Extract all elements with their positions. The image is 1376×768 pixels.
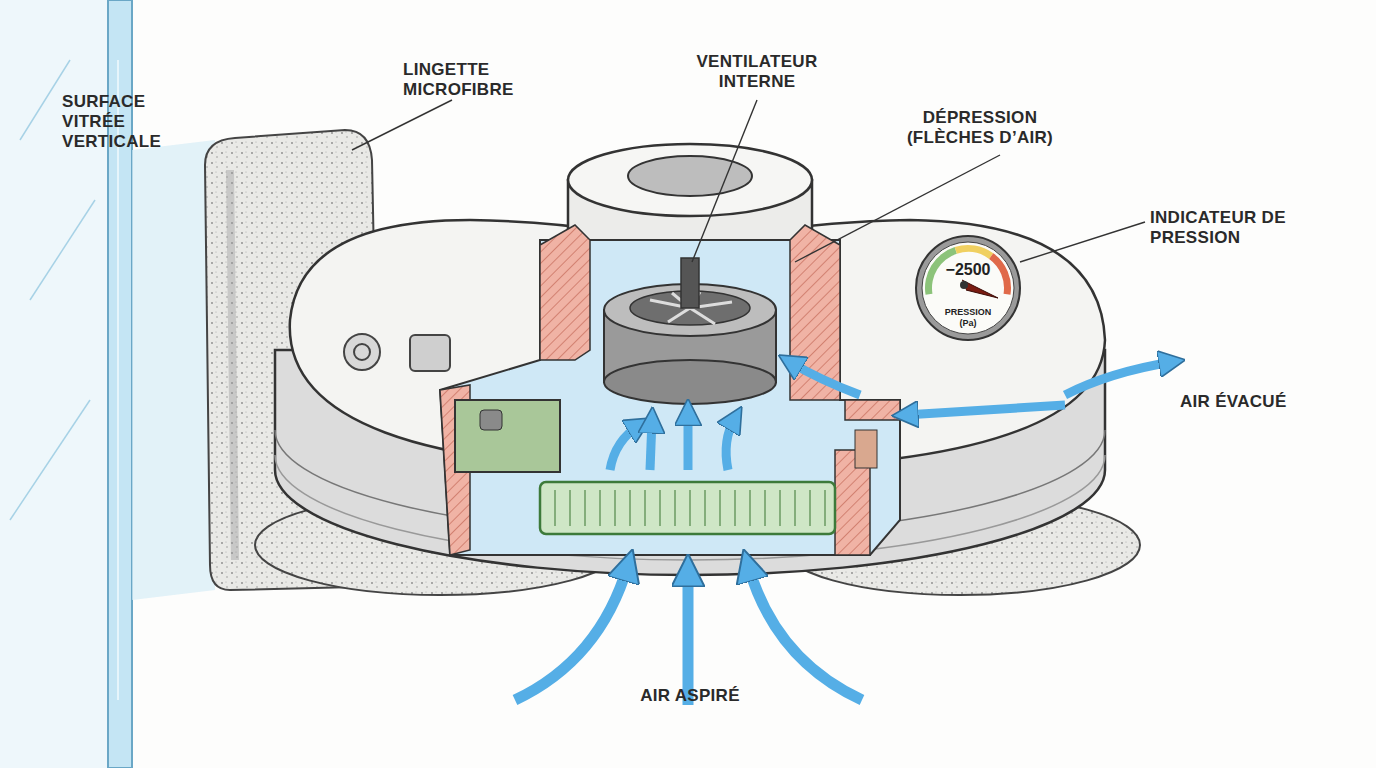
gauge-pivot <box>960 281 968 289</box>
robot-body-part <box>410 335 450 371</box>
cutaway-interior-part <box>455 400 560 472</box>
gauge-rim <box>916 236 1020 340</box>
air-arrows-part <box>1065 362 1172 395</box>
glass-surface <box>0 0 215 768</box>
air-arrows-part <box>683 570 694 705</box>
cutaway-interior <box>440 225 900 555</box>
cutaway-interior-part <box>555 490 825 526</box>
air-arrows-part <box>515 565 628 700</box>
callout-label: LINGETTE MICROFIBRE <box>403 60 543 100</box>
cutaway-interior-part <box>540 482 835 534</box>
cutaway-interior-part <box>855 430 877 468</box>
gauge-scale <box>955 245 994 259</box>
gauge-dial <box>922 242 1014 334</box>
air-arrows-part <box>726 418 735 470</box>
air-arrows-part <box>610 425 640 470</box>
callout-label: INDICATEUR DE PRESSION <box>1150 208 1300 248</box>
cutaway-interior-part <box>681 258 699 308</box>
leader-line-part <box>1020 222 1145 262</box>
glass-surface-part <box>10 400 90 520</box>
robot-body-part <box>354 344 370 360</box>
cutaway-interior-part <box>845 400 900 420</box>
leader-line-part <box>352 100 452 150</box>
air-arrows-part <box>790 362 860 395</box>
cutaway-interior-part <box>604 360 776 404</box>
robot-body-part <box>628 156 752 196</box>
robot-body-part <box>344 334 380 370</box>
cutaway-interior-part <box>540 225 590 360</box>
microfiber-pad-part <box>230 170 235 560</box>
leader-line <box>352 100 1145 262</box>
gauge-value: −2500 <box>928 261 1008 279</box>
glass-surface-part <box>30 200 95 300</box>
air-arrows-part <box>684 412 693 470</box>
robot-body <box>275 144 1105 575</box>
leader-line-part <box>692 100 757 262</box>
callout-label: DÉPRESSION (FLÈCHES D’AIR) <box>880 108 1080 148</box>
callout-label: VENTILATEUR INTERNE <box>672 52 842 92</box>
robot-body-part <box>568 144 812 216</box>
glass-surface-part <box>132 140 215 600</box>
callout-label: AIR ÉVACUÉ <box>1180 392 1330 412</box>
pressure-gauge: −2500PRESSION (Pa) <box>913 233 1023 343</box>
gauge-scale <box>989 253 1011 295</box>
gauge-unit: PRESSION (Pa) <box>943 307 993 329</box>
callout-label: AIR ASPIRÉ <box>600 686 780 706</box>
air-arrows-part <box>748 565 862 700</box>
cutaway-interior-part <box>480 410 502 430</box>
air-arrows <box>515 362 1172 705</box>
leader-line-part <box>795 155 1000 262</box>
air-arrows-part <box>650 420 652 470</box>
callout-label: SURFACE VITRÉE VERTICALE <box>62 92 174 152</box>
gauge-needle <box>962 280 998 298</box>
air-arrows-part <box>905 405 1065 415</box>
glass-surface-part <box>117 60 119 700</box>
